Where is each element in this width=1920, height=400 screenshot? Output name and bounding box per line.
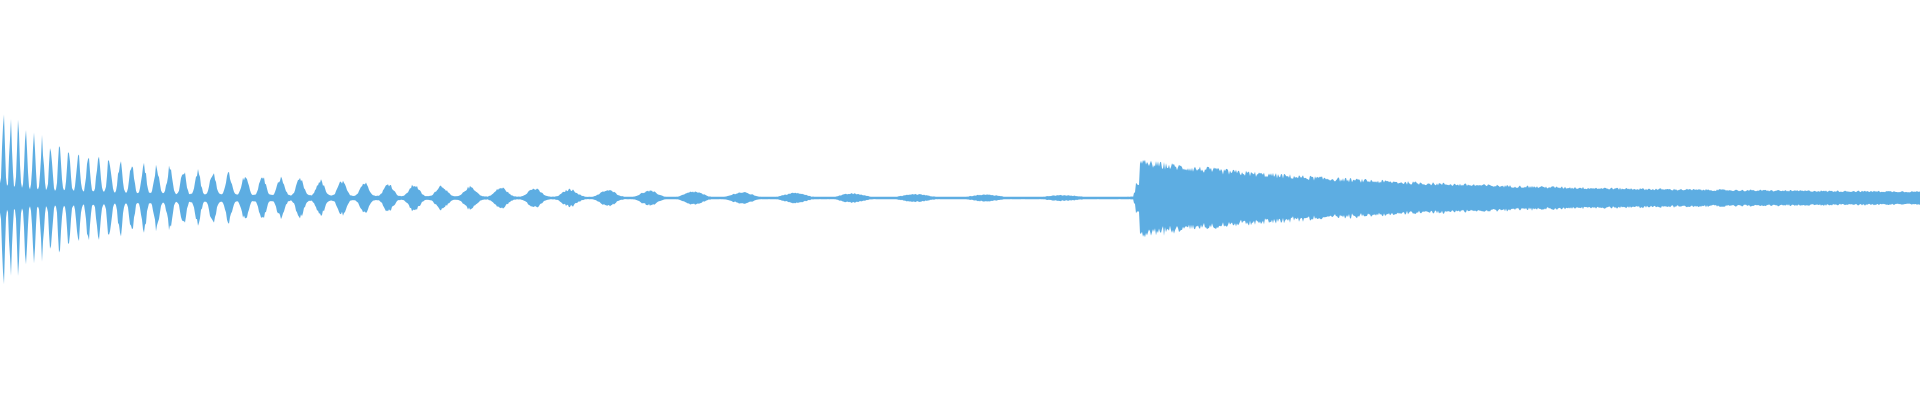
- waveform-segment-noise-tail: [1133, 159, 1920, 238]
- waveform-segment-percussive: [0, 114, 1133, 285]
